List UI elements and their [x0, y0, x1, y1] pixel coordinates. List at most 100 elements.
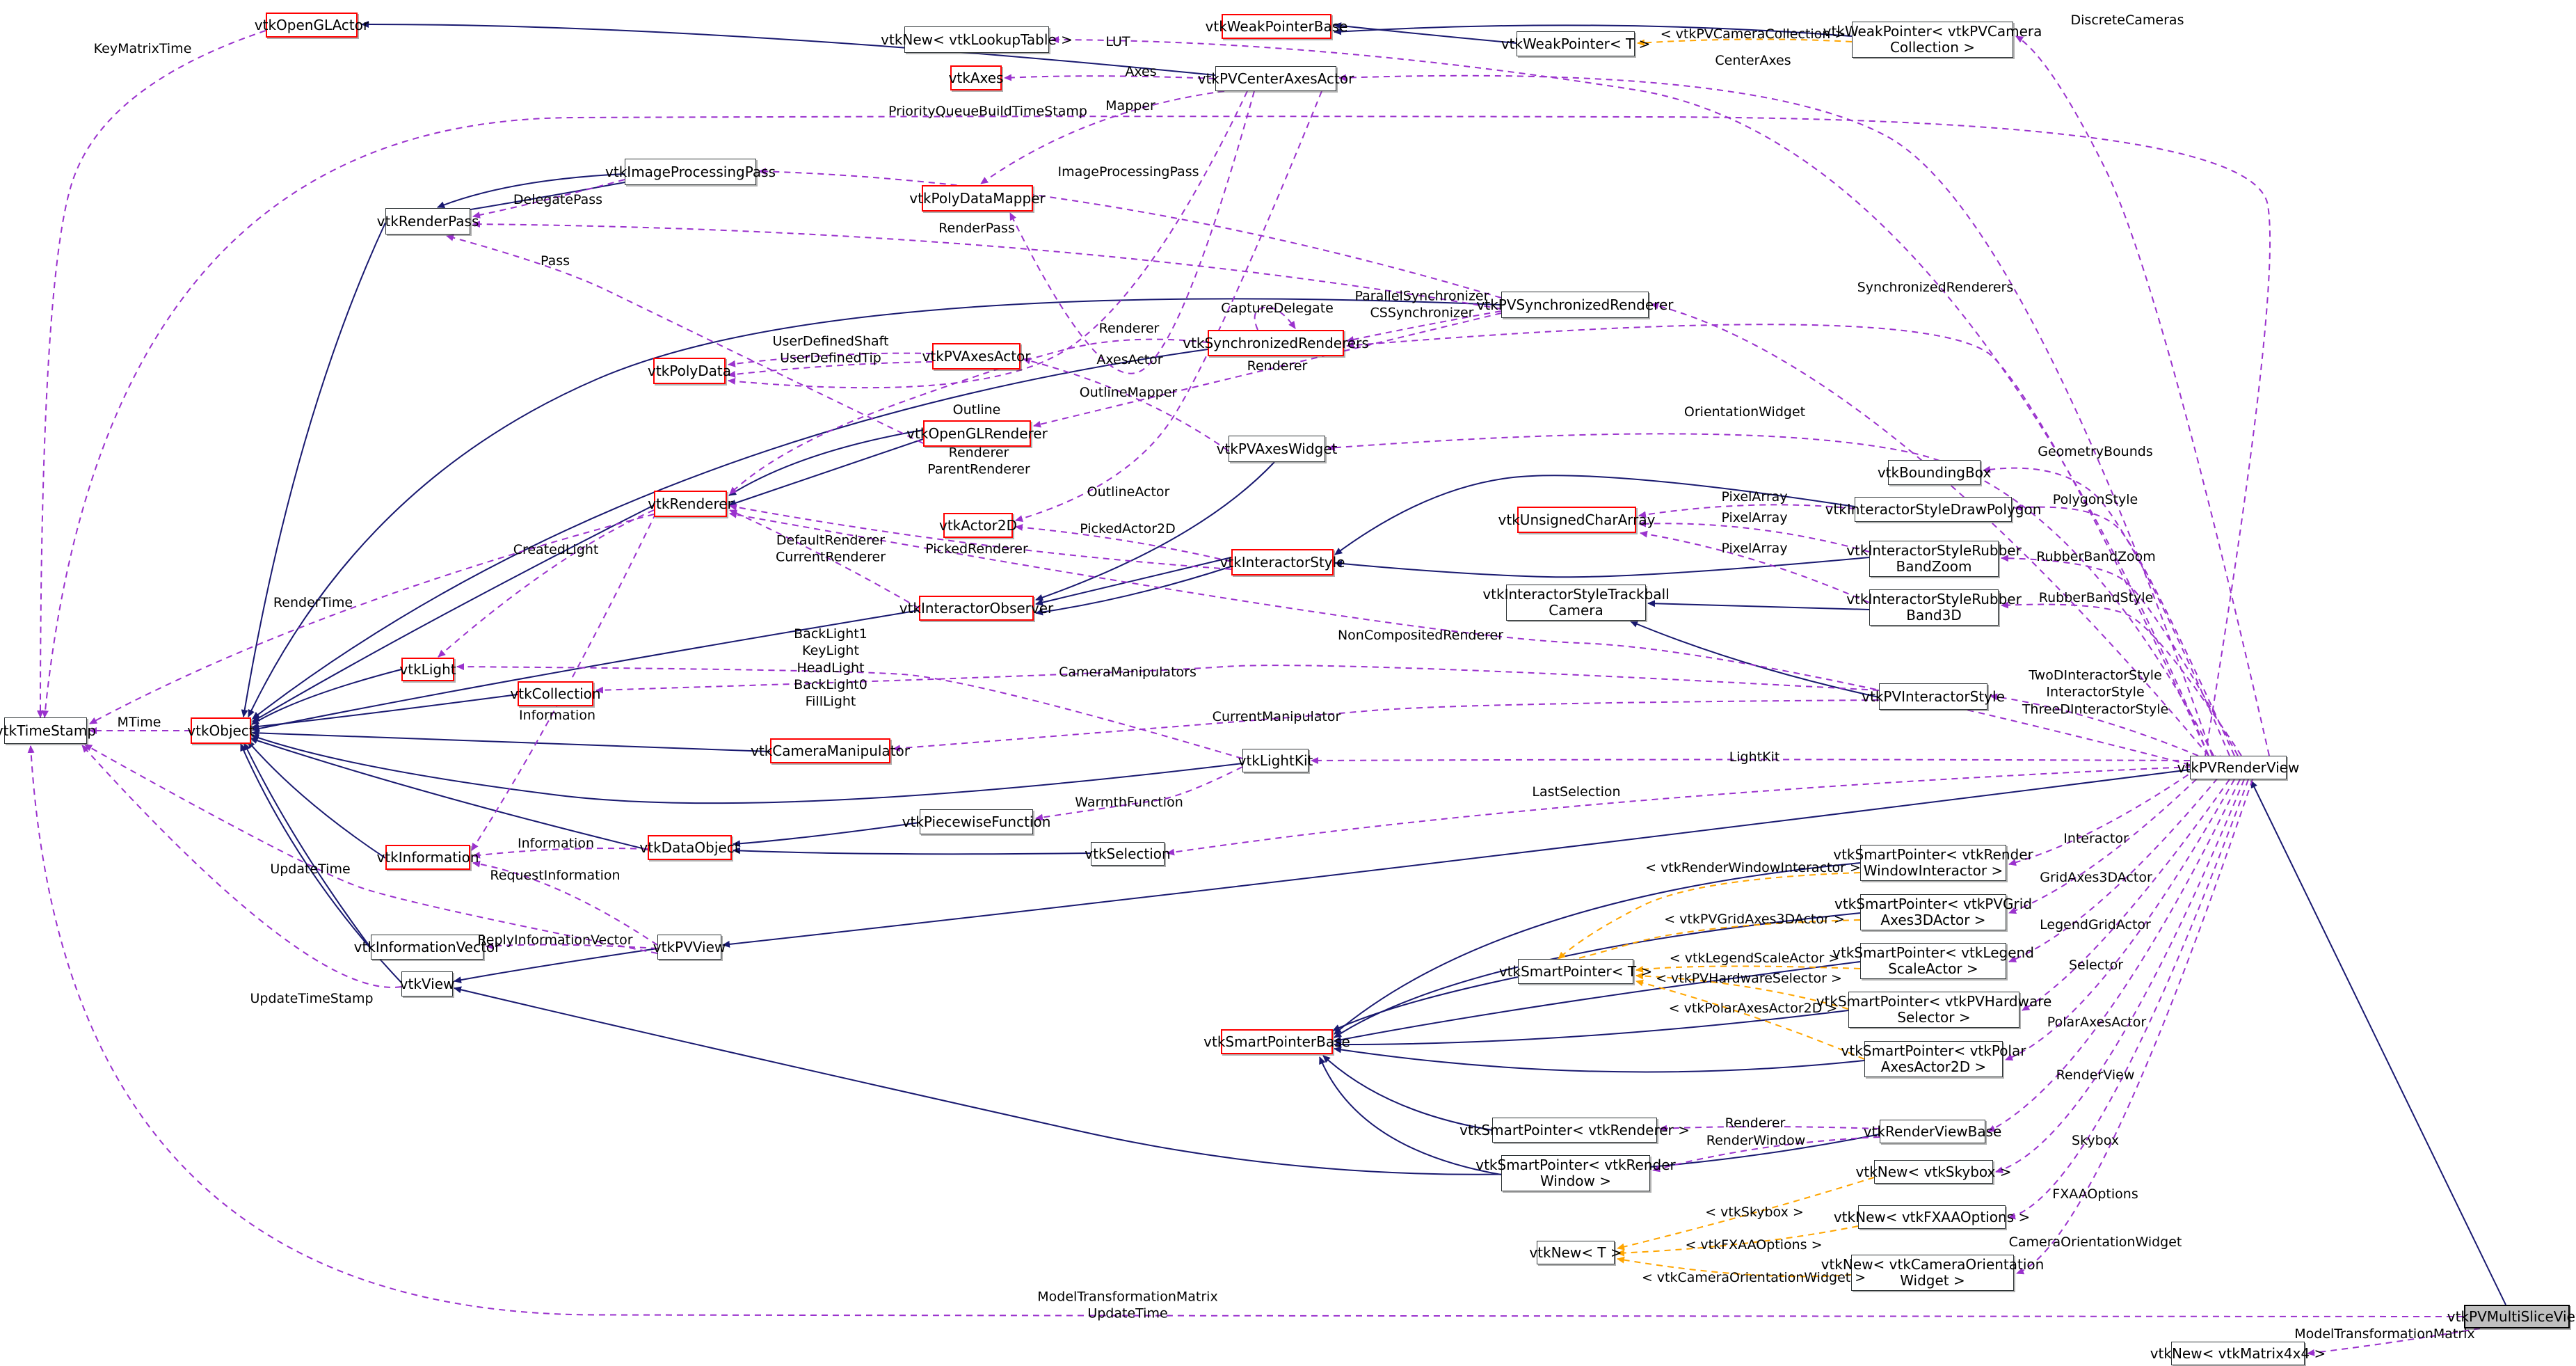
class-node-vtkPVView[interactable]: vtkPVView — [653, 935, 726, 960]
class-node-label: vtkDataObject — [639, 839, 740, 856]
class-node-vtkInformationVector[interactable]: vtkInformationVector — [354, 935, 500, 960]
class-node-vtkInteractorStyleDrawPolygon[interactable]: vtkInteractorStyleDrawPolygon — [1825, 497, 2041, 522]
class-node-vtkNewSkybox[interactable]: vtkNew< vtkSkybox > — [1856, 1160, 2011, 1184]
class-node-vtkRenderPass[interactable]: vtkRenderPass — [377, 208, 479, 235]
class-node-label: Collection > — [1889, 39, 1976, 56]
class-node-vtkDataObject[interactable]: vtkDataObject — [639, 835, 740, 860]
class-node-label: vtkSmartPointer< vtkLegend — [1832, 944, 2034, 961]
class-node-vtkPolyDataMapper[interactable]: vtkPolyDataMapper — [909, 185, 1046, 212]
inheritance-edge — [247, 740, 386, 859]
class-node-vtkPVAxesWidget[interactable]: vtkPVAxesWidget — [1217, 436, 1337, 462]
class-node-label: vtkCollection — [510, 685, 601, 702]
class-node-label: vtkInteractorStyleTrackball — [1482, 586, 1670, 603]
class-node-vtkNewT[interactable]: vtkNew< T > — [1529, 1241, 1622, 1264]
class-node-vtkNewLookupTable[interactable]: vtkNew< vtkLookupTable > — [881, 26, 1073, 53]
inheritance-edge — [250, 737, 648, 850]
usage-edge — [1033, 312, 1502, 428]
class-node-vtkView[interactable]: vtkView — [400, 971, 454, 996]
class-node-vtkPVAxesActor[interactable]: vtkPVAxesActor — [922, 343, 1031, 370]
inheritance-edge — [2250, 780, 2506, 1305]
class-node-vtkOpenGLActor[interactable]: vtkOpenGLActor — [255, 13, 369, 38]
class-node-vtkLight[interactable]: vtkLight — [399, 658, 456, 681]
class-node-vtkLightKit[interactable]: vtkLightKit — [1238, 749, 1313, 772]
class-node-label: vtkInteractorStyleDrawPolygon — [1825, 500, 2042, 518]
class-node-vtkTimeStamp[interactable]: vtkTimeStamp — [0, 717, 96, 744]
usage-edge — [2022, 779, 2230, 1011]
usage-edge — [471, 512, 657, 851]
template-edge — [1635, 972, 1849, 1010]
class-node-vtkObject[interactable]: vtkObject — [187, 717, 255, 744]
class-node-label: vtkInteractorStyle — [1219, 553, 1345, 571]
class-node-vtkSynchronizedRenderers[interactable]: vtkSynchronizedRenderers — [1183, 330, 1369, 356]
inheritance-edge — [248, 298, 1502, 717]
class-node-label: vtkNew< vtkFXAAOptions > — [1833, 1208, 2031, 1225]
class-node-vtkCameraManipulator[interactable]: vtkCameraManipulator — [751, 738, 910, 763]
inheritance-edge — [1035, 566, 1232, 616]
template-edge — [1637, 38, 1853, 47]
class-node-spRenderer[interactable]: vtkSmartPointer< vtkRenderer > — [1459, 1118, 1690, 1143]
class-node-vtkRenderViewBase[interactable]: vtkRenderViewBase — [1864, 1120, 2001, 1143]
class-node-vtkInformation[interactable]: vtkInformation — [376, 845, 479, 870]
class-node-vtkPVCenterAxesActor[interactable]: vtkPVCenterAxesActor — [1198, 66, 1354, 91]
class-node-vtkWeakPointerBase[interactable]: vtkWeakPointerBase — [1206, 14, 1347, 39]
class-node-vtkBoundingBox[interactable]: vtkBoundingBox — [1878, 460, 1991, 485]
class-node-label: vtkInteractorObserver — [899, 599, 1054, 617]
usage-edge — [2016, 779, 2253, 1275]
class-node-vtkAxes[interactable]: vtkAxes — [948, 65, 1004, 90]
inheritance-edge — [1319, 1056, 1502, 1175]
class-node-vtkPiecewiseFunction[interactable]: vtkPiecewiseFunction — [902, 809, 1050, 834]
class-node-vtkInteractorStyle[interactable]: vtkInteractorStyle — [1220, 549, 1345, 575]
class-node-vtkSmartPointerBase[interactable]: vtkSmartPointerBase — [1203, 1029, 1350, 1054]
class-node-vtkImageProcessingPass[interactable]: vtkImageProcessingPass — [605, 159, 776, 185]
usage-edge — [1004, 74, 1216, 81]
usage-edge — [37, 30, 266, 718]
class-node-vtkSelection[interactable]: vtkSelection — [1085, 842, 1171, 866]
inheritance-edge — [728, 429, 924, 496]
class-node-label: vtkRenderPass — [376, 212, 479, 230]
usage-edge — [2001, 601, 2242, 756]
class-node-label: vtkSmartPointer< vtkRenderer > — [1459, 1121, 1690, 1138]
class-node-vtkOpenGLRenderer[interactable]: vtkOpenGLRenderer — [906, 420, 1048, 447]
class-node-vtkNewFXAA[interactable]: vtkNew< vtkFXAAOptions > — [1834, 1205, 2030, 1229]
usage-edge — [1652, 1136, 1880, 1173]
class-node-label: vtkAxes — [948, 69, 1004, 86]
class-node-label: vtkInformation — [376, 848, 479, 866]
usage-edge — [729, 338, 1208, 495]
class-node-vtkWeakPointerT[interactable]: vtkWeakPointer< T > — [1501, 31, 1650, 56]
inheritance-edge — [251, 669, 402, 725]
class-node-vtkPVSynchronizedRenderer[interactable]: vtkPVSynchronizedRenderer — [1477, 292, 1673, 318]
inheritance-edge — [1334, 862, 1861, 1035]
class-node-label: vtkSmartPointerBase — [1203, 1033, 1350, 1050]
class-node-label: vtkSmartPointer< T > — [1498, 962, 1653, 980]
class-node-label: vtkImageProcessingPass — [605, 163, 776, 180]
class-node-vtkInteractorObserver[interactable]: vtkInteractorObserver — [899, 596, 1053, 621]
class-node-vtkRenderer[interactable]: vtkRenderer — [648, 491, 733, 517]
inheritance-edge — [1334, 22, 1517, 44]
class-node-vtkPVRenderView[interactable]: vtkPVRenderView — [2177, 756, 2299, 779]
class-node-vtkNewMatrix[interactable]: vtkNew< vtkMatrix4x4 > — [2150, 1342, 2326, 1365]
inheritance-edge — [1647, 600, 1870, 610]
template-edge — [1558, 872, 1861, 960]
class-node-vtkSmartPointerT[interactable]: vtkSmartPointer< T > — [1499, 959, 1652, 984]
usage-edge — [89, 514, 655, 724]
class-node-vtkCollection[interactable]: vtkCollection — [510, 681, 601, 706]
class-node-label: vtkPolyData — [648, 362, 731, 379]
class-node-label: vtkWeakPointer< vtkPVCamera — [1823, 23, 2042, 40]
class-node-vtkActor2D[interactable]: vtkActor2D — [939, 513, 1017, 538]
class-node-vtkPolyData[interactable]: vtkPolyData — [648, 358, 731, 384]
class-node-label: vtkSmartPointer< vtkPVHardware — [1816, 993, 2052, 1010]
class-node-vtkUnsignedCharArray[interactable]: vtkUnsignedCharArray — [1498, 507, 1655, 533]
class-node-vtkPVInteractorStyle[interactable]: vtkPVInteractorStyle — [1862, 683, 2005, 710]
